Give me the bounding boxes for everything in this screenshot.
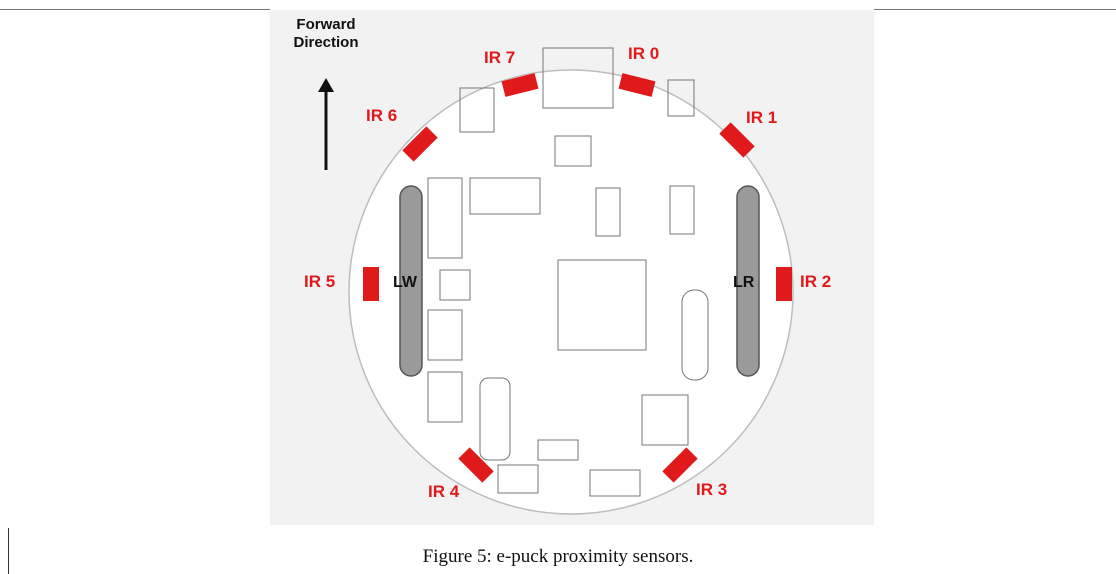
ir3-sensor — [662, 447, 698, 483]
ir7-label: IR 7 — [484, 48, 516, 67]
board-components — [427, 47, 709, 497]
right-wheel-label: LR — [733, 274, 755, 291]
ir5-label: IR 5 — [304, 272, 336, 291]
ir2-sensor — [776, 267, 792, 301]
ir4-sensor — [458, 447, 494, 483]
ir2-label: IR 2 — [800, 272, 832, 291]
left-wheel-label: LW — [393, 274, 417, 291]
ir5-sensor — [363, 267, 379, 301]
board-outline — [348, 69, 794, 515]
direction-label: Direction — [293, 34, 359, 51]
top-rule-right — [874, 9, 1116, 10]
figure-caption: Figure 5: e-puck proximity sensors. — [422, 546, 694, 567]
ir7-sensor — [501, 73, 539, 97]
ir0-label: IR 0 — [628, 44, 660, 63]
top-rule-left — [0, 9, 270, 10]
ir3-label: IR 3 — [696, 480, 728, 499]
margin-line — [8, 528, 9, 574]
ir6-sensor — [402, 126, 438, 162]
right-wheel — [736, 185, 760, 377]
forward-label: Forward — [296, 16, 356, 33]
ir0-sensor — [618, 73, 656, 97]
left-wheel — [399, 185, 423, 377]
ir1-sensor — [719, 122, 755, 158]
epuck-figure: Forward Direction IR 0 IR 1 IR 2 IR 3 IR… — [270, 10, 874, 525]
forward-direction-label: Forward Direction — [274, 16, 378, 52]
forward-arrow-icon — [318, 78, 334, 170]
ir4-label: IR 4 — [428, 482, 460, 501]
ir1-label: IR 1 — [746, 108, 778, 127]
epuck-board-diagram — [318, 47, 794, 515]
ir6-label: IR 6 — [366, 106, 398, 125]
